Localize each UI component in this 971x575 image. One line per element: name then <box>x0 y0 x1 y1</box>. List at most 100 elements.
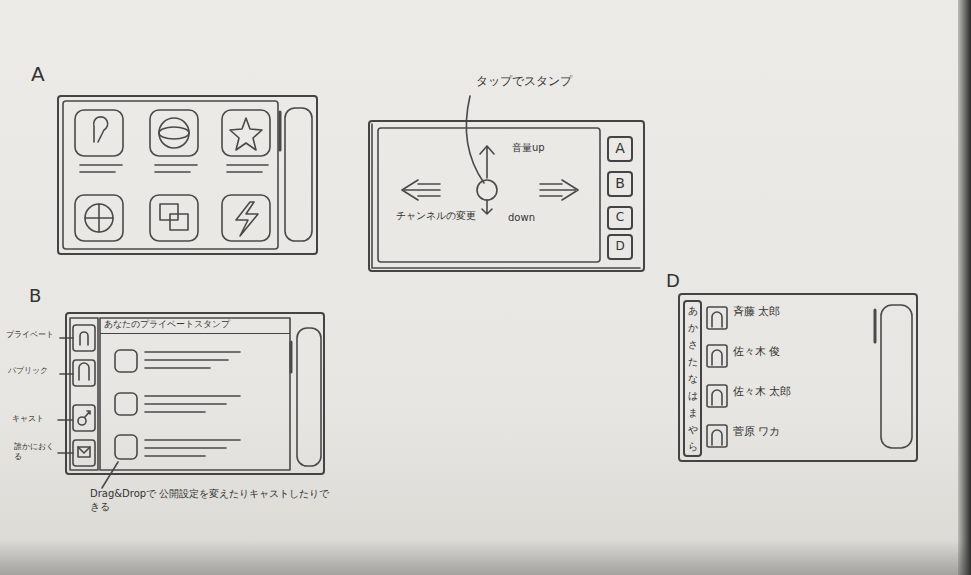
arrow-down <box>482 200 492 214</box>
phone-frame: Bあなたのプライベートスタンプ <box>65 312 325 475</box>
avatar-glyph <box>712 430 722 445</box>
index-kana: な <box>688 374 698 384</box>
header-bar: あなたのプライベートスタンプ <box>100 318 290 334</box>
index-kana: た <box>688 357 698 367</box>
index-kana: あ <box>688 306 698 316</box>
stamp-thumb <box>115 350 137 372</box>
avatar-box <box>707 385 727 407</box>
icon-glyph <box>236 202 258 236</box>
text-line <box>145 403 226 405</box>
phone-frame: A <box>57 95 318 255</box>
text-line <box>145 447 226 449</box>
icon-glyph <box>230 118 262 150</box>
tap-point <box>477 180 497 200</box>
app-icon <box>75 195 123 241</box>
side-button: D <box>607 234 633 260</box>
side-label: キャスト <box>12 414 62 424</box>
sidebar-button <box>73 405 95 431</box>
text-line <box>145 411 205 413</box>
arrow-right <box>540 180 578 200</box>
icon-glyph <box>98 204 100 232</box>
home-button <box>297 328 321 466</box>
icon-glyph <box>160 204 178 220</box>
ui-text: B <box>609 173 631 195</box>
sidebar <box>70 318 98 470</box>
side-label: 誰かにおくる <box>14 442 54 462</box>
index-kana: さ <box>688 340 698 350</box>
text-line <box>155 164 197 166</box>
phone-b-details <box>58 318 321 488</box>
contact-name: 佐々木 俊 <box>733 345 863 359</box>
icon-glyph <box>78 417 86 425</box>
side-button: A <box>607 136 633 162</box>
icon-glyph <box>85 411 90 417</box>
phone-frame: Dあかさたなはまやら <box>678 293 918 462</box>
icon-glyph <box>80 332 88 345</box>
icon-glyph <box>159 118 189 148</box>
screen-letter: D <box>666 271 680 291</box>
avatar-glyph <box>712 390 722 405</box>
avatar-box <box>707 307 727 329</box>
frame-shadow <box>372 124 640 268</box>
text-line <box>145 439 240 441</box>
screen-outline <box>100 318 290 470</box>
index-kana: ら <box>688 442 698 452</box>
text-line <box>155 171 190 173</box>
text-line <box>145 367 210 369</box>
ui-text: C <box>609 208 631 228</box>
sidebar-button <box>73 325 95 351</box>
screen-letter: B <box>29 286 41 306</box>
text-line <box>80 171 115 173</box>
home-button <box>881 305 912 448</box>
paper-edge <box>958 0 971 575</box>
annotation-note: タップでスタンプ <box>476 74 616 89</box>
scroll-bar <box>874 310 877 342</box>
app-icon <box>150 195 198 241</box>
icon-glyph <box>78 447 90 453</box>
index-kana: は <box>688 391 698 401</box>
side-button: B <box>607 171 633 197</box>
ui-text: あなたのプライベートスタンプ <box>104 320 230 330</box>
phone-a-details <box>63 101 312 249</box>
side-label: プライベート <box>6 330 66 340</box>
annotation-note: Drag&Dropで 公開設定を変えたりキャストしたりできる <box>90 488 330 513</box>
icon-glyph <box>94 117 108 142</box>
text-line <box>145 351 240 353</box>
icon-glyph <box>78 447 90 457</box>
contact-name: 斉藤 太郎 <box>733 305 863 319</box>
screen-outline <box>378 128 600 262</box>
arrow-left <box>402 180 440 200</box>
icon-glyph <box>170 214 188 230</box>
avatar-box <box>707 425 727 447</box>
text-line <box>145 395 240 397</box>
ui-text: down <box>508 212 535 223</box>
app-icon <box>222 195 270 241</box>
text-line <box>227 171 262 173</box>
index-tab-strip: あかさたなはまやら <box>683 300 702 457</box>
ui-text: D <box>609 236 631 258</box>
ui-text: A <box>609 138 631 160</box>
avatar-glyph <box>712 350 722 365</box>
contact-name: 菅原 ワカ <box>733 425 863 439</box>
text-line <box>80 164 122 166</box>
icon-glyph <box>79 363 89 380</box>
index-kana: ま <box>688 408 698 418</box>
avatar-box <box>707 345 727 367</box>
text-line <box>145 359 228 361</box>
app-icon <box>75 110 123 156</box>
app-icon <box>150 110 198 156</box>
callout-line <box>102 462 118 488</box>
ui-text: チャンネルの変更 <box>396 210 476 221</box>
app-icon <box>222 110 270 156</box>
arrow-up <box>480 146 494 178</box>
screen-outline <box>63 101 278 249</box>
screen-letter: A <box>31 63 45 85</box>
paper-shadow <box>0 540 971 575</box>
text-line <box>227 164 268 166</box>
sidebar-button <box>73 360 95 386</box>
index-kana: や <box>688 425 698 435</box>
ui-text: 音量up <box>512 142 545 153</box>
side-button: C <box>607 206 633 230</box>
scroll-bar <box>290 342 293 372</box>
